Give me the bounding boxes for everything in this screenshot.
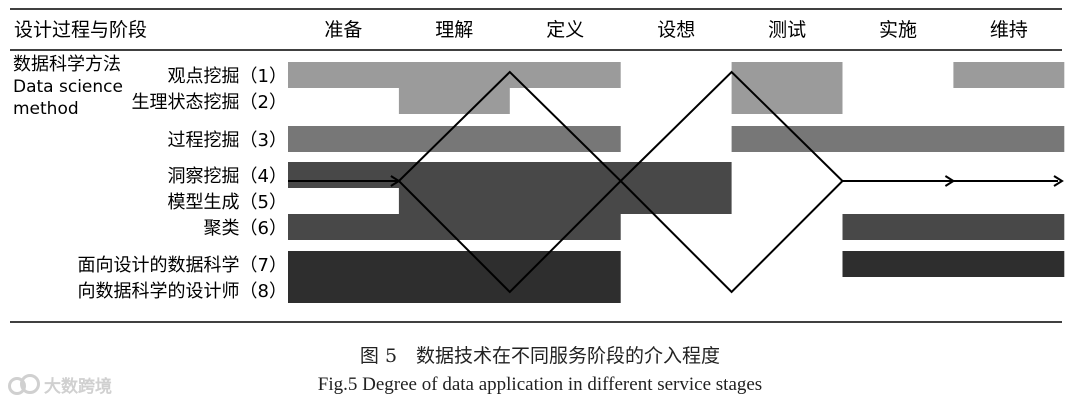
row-label: 向数据科学的设计师（8） [78,281,287,302]
row-label: 面向设计的数据科学（7） [78,255,287,276]
stage-header: 准备 [324,19,362,41]
stage-bar [398,88,510,114]
method-label-en-1: Data science [13,77,123,97]
flow-arrow-mid [944,175,956,187]
stage-bar [842,214,1065,240]
stage-header: 定义 [546,19,584,41]
watermark-logo-icon [8,373,40,396]
stage-bar [731,62,843,88]
stage-headers: 准备 理解 定义 设想 测试 实施 维持 [324,19,1028,41]
row-label: 生理状态挖掘（2） [132,92,287,113]
header-corner-label: 设计过程与阶段 [14,19,147,41]
method-label-en-2: method [13,99,79,119]
row-label: 模型生成（5） [168,192,287,213]
diamond-flow-layer [288,70,1064,294]
stage-header: 理解 [435,19,473,41]
flow-arrow-out [1053,175,1064,187]
row-label: 洞察挖掘（4） [168,166,287,187]
stage-header: 实施 [879,19,917,41]
stage-bar [288,251,621,277]
stage-bar [731,88,843,114]
row-labels: 观点挖掘（1） 生理状态挖掘（2） 过程挖掘（3） 洞察挖掘（4） 模型生成（5） 聚类（… [78,66,287,302]
stage-bar [731,126,1065,152]
stage-bar [288,62,621,88]
stage-bar [842,251,1065,277]
stage-header: 测试 [768,19,806,41]
watermark: 大数跨境 [8,372,112,397]
caption-en: Fig.5 Degree of data application in diff… [318,374,762,395]
stage-bar [288,277,621,303]
caption-cn: 图 5 数据技术在不同服务阶段的介入程度 [360,345,720,367]
method-label-cn: 数据科学方法 [13,54,121,75]
stage-bar [288,126,621,152]
stage-bar [398,188,732,214]
bars-layer [288,62,1065,303]
row-label: 过程挖掘（3） [168,130,287,151]
stage-header: 设想 [657,19,695,41]
stage-header: 维持 [990,19,1028,41]
stage-bar [953,62,1065,88]
watermark-text: 大数跨境 [44,377,112,397]
row-label: 聚类（6） [204,218,287,239]
stage-bar [288,162,732,188]
row-label: 观点挖掘（1） [168,66,287,87]
flow-arrow-in [390,175,401,187]
